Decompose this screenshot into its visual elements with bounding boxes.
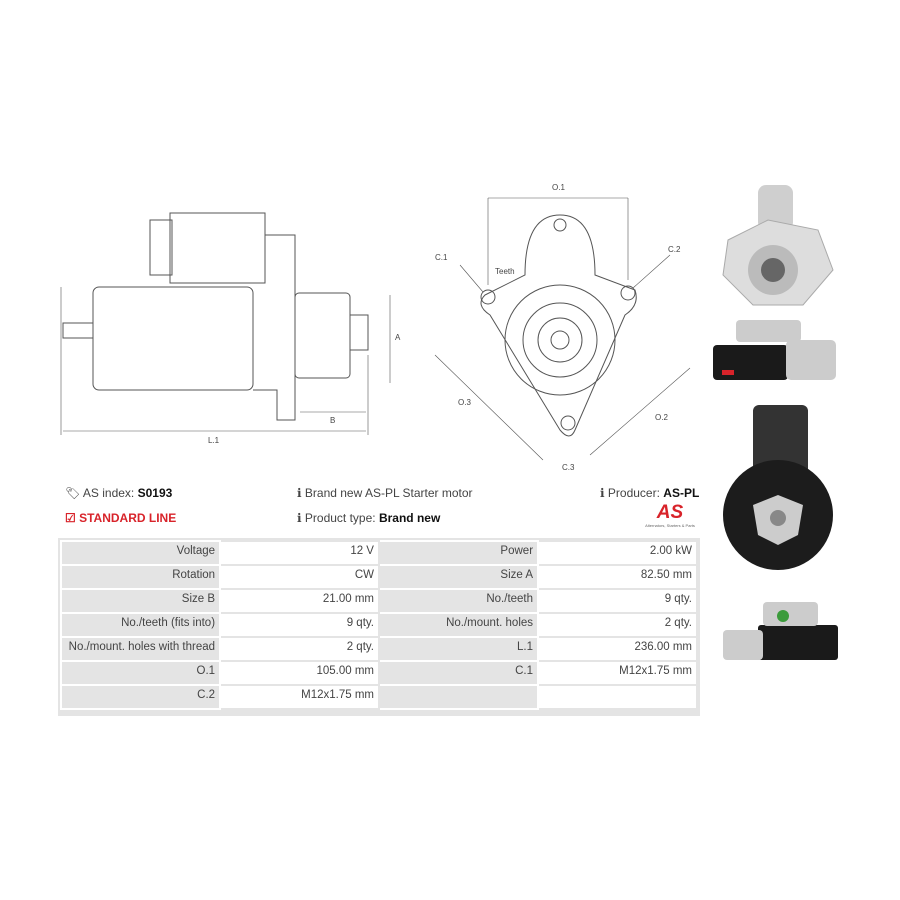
spec-label: No./teeth — [377, 588, 540, 614]
dim-o2-label: O.2 — [655, 413, 668, 422]
dim-c2-label: C.2 — [668, 245, 681, 254]
standard-line-label: STANDARD LINE — [79, 511, 177, 525]
spec-label: Size A — [377, 564, 540, 590]
spec-value: 236.00 mm — [537, 636, 698, 662]
logo-tagline: Alternators, Starters & Parts — [645, 523, 695, 528]
spec-label: Voltage — [59, 540, 222, 566]
spec-value: 21.00 mm — [219, 588, 380, 614]
product-type: ℹ Product type: Brand new — [297, 511, 440, 525]
spec-value: 2 qty. — [537, 612, 698, 638]
spec-value: 105.00 mm — [219, 660, 380, 686]
as-pl-logo: AS Alternators, Starters & Parts — [640, 502, 700, 529]
dim-c3-label: C.3 — [562, 463, 575, 472]
spec-label: L.1 — [377, 636, 540, 662]
checkbox-icon: ☑ — [65, 511, 76, 525]
spec-value: 2.00 kW — [537, 540, 698, 566]
front-view-drawing: O.1 O.2 O.3 C.1 C.2 C.3 Teeth — [434, 183, 691, 472]
spec-label: C.1 — [377, 660, 540, 686]
photo-rear — [723, 405, 833, 570]
info-icon: ℹ — [600, 486, 605, 500]
dim-o3-label: O.3 — [458, 398, 471, 407]
spec-label: O.1 — [59, 660, 222, 686]
as-index: 🏷︎ AS index: S0193 — [65, 486, 172, 500]
spec-value: CW — [219, 564, 380, 590]
spec-label: C.2 — [59, 684, 222, 710]
description: ℹ Brand new AS-PL Starter motor — [297, 486, 473, 500]
photo-side-1 — [713, 320, 836, 380]
as-index-label: AS index: — [82, 486, 135, 500]
info-icon: ℹ — [297, 486, 302, 500]
producer-label: Producer: — [607, 486, 660, 500]
spec-label: Size B — [59, 588, 222, 614]
as-index-value: S0193 — [137, 486, 173, 500]
producer: ℹ Producer: AS-PL — [600, 486, 699, 500]
spec-value — [537, 684, 698, 710]
teeth-label: Teeth — [495, 267, 515, 276]
description-text: Brand new AS-PL Starter motor — [304, 486, 473, 500]
dim-a-label: A — [395, 333, 401, 342]
standard-line-badge: ☑ STANDARD LINE — [65, 511, 176, 525]
spec-label: No./teeth (fits into) — [59, 612, 222, 638]
spec-value: 9 qty. — [219, 612, 380, 638]
photo-front — [722, 185, 834, 306]
spec-value: 2 qty. — [219, 636, 380, 662]
photo-side-2 — [723, 602, 838, 660]
product-type-label: Product type: — [304, 511, 376, 525]
spec-label: Power — [377, 540, 540, 566]
tag-icon: 🏷︎ — [65, 486, 81, 500]
product-type-value: Brand new — [378, 511, 441, 525]
spec-label — [377, 684, 540, 710]
spec-value: 12 V — [219, 540, 380, 566]
spec-label: No./mount. holes with thread — [59, 636, 222, 662]
dim-o1-label: O.1 — [552, 183, 565, 192]
spec-value: 9 qty. — [537, 588, 698, 614]
spec-value: 82.50 mm — [537, 564, 698, 590]
dim-c1-label: C.1 — [435, 253, 448, 262]
dim-b-label: B — [330, 416, 335, 425]
side-view-drawing: A B L.1 — [60, 212, 401, 445]
logo-text: AS — [656, 502, 684, 523]
dim-l1-label: L.1 — [208, 436, 220, 445]
table-row: No./teeth (fits into)9 qty.No./mount. ho… — [59, 612, 698, 638]
info-icon: ℹ — [297, 511, 302, 525]
spec-label: No./mount. holes — [377, 612, 540, 638]
product-photos — [713, 185, 838, 660]
spec-value: M12x1.75 mm — [537, 660, 698, 686]
spec-value: M12x1.75 mm — [219, 684, 380, 710]
producer-value: AS-PL — [663, 486, 700, 500]
spec-label: Rotation — [59, 564, 222, 590]
